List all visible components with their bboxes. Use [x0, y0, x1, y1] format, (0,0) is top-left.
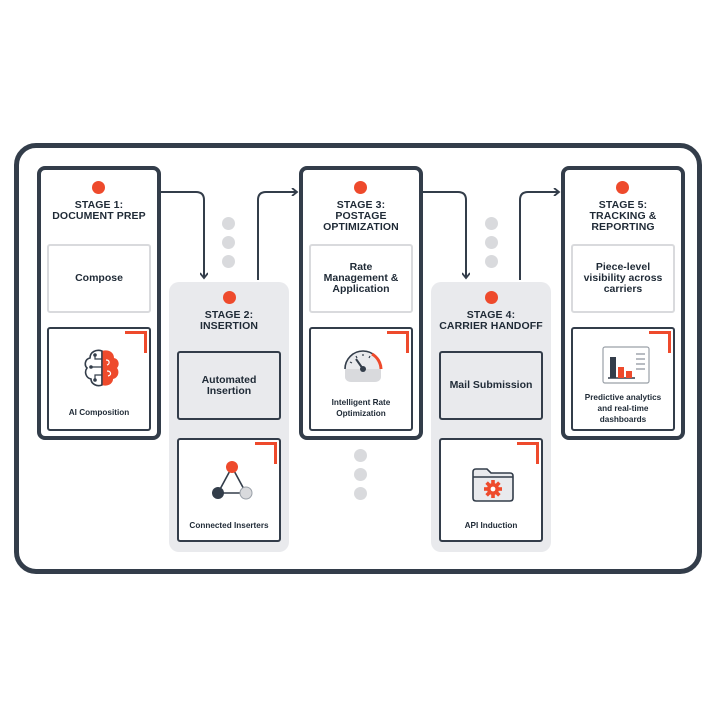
stage-4-tool: API Induction — [439, 438, 543, 542]
stage-1-title: STAGE 1: DOCUMENT PREP — [52, 199, 146, 222]
stage-2-tool-label: Connected Inserters — [189, 521, 269, 530]
connector-3-4 — [421, 191, 466, 277]
accent-corner — [387, 331, 409, 353]
stage-2-step: Automated Insertion — [177, 351, 281, 420]
speed-gauge-icon — [344, 350, 383, 382]
progress-dot — [485, 255, 498, 268]
accent-corner — [517, 442, 539, 464]
stage-marker-dot — [223, 291, 236, 304]
stage-2-tool: Connected Inserters — [177, 438, 281, 542]
stage-3-title: STAGE 3: POSTAGE OPTIMIZATION — [323, 199, 399, 233]
stage-4-tool-label: API Induction — [464, 521, 518, 530]
progress-dot — [354, 449, 367, 462]
progress-dot — [485, 236, 498, 249]
stage-marker-dot — [92, 181, 105, 194]
stage-5-step-label: Piece-level visibility across carriers — [583, 261, 663, 295]
stage-1-step-label: Compose — [75, 272, 123, 284]
progress-dot — [222, 236, 235, 249]
connector-2-3 — [257, 192, 296, 280]
stage-5-tool: Predictive analytics and real-time dashb… — [571, 327, 675, 431]
brain-circuit-icon — [84, 349, 119, 387]
stage-5-card: STAGE 5: TRACKING & REPORTING Piece-leve… — [561, 166, 685, 440]
stage-1-step: Compose — [47, 244, 151, 313]
stage-3-step-label: Rate Management & Application — [323, 261, 399, 295]
progress-dot — [222, 255, 235, 268]
stage-3-tool-label: Intelligent Rate Optimization — [331, 398, 391, 418]
stage-4-step: Mail Submission — [439, 351, 543, 420]
stage-2-title: STAGE 2: INSERTION — [199, 309, 259, 332]
stage-5-tool-label: Predictive analytics and real-time dashb… — [584, 393, 662, 424]
stage-4-step-label: Mail Submission — [449, 379, 533, 391]
progress-dot — [222, 217, 235, 230]
network-triangle-icon — [212, 461, 253, 500]
stage-3-step: Rate Management & Application — [309, 244, 413, 313]
stage-marker-dot — [616, 181, 629, 194]
progress-dot — [354, 468, 367, 481]
stage-2-step-label: Automated Insertion — [201, 373, 257, 397]
stage-3-tool: Intelligent Rate Optimization — [309, 327, 413, 431]
connector-4-5 — [519, 192, 558, 280]
stage-1-tool: AI Composition — [47, 327, 151, 431]
folder-gear-icon — [472, 468, 514, 502]
stage-1-card: STAGE 1: DOCUMENT PREP Compose AI Compos… — [37, 166, 161, 440]
stage-1-tool-label: AI Composition — [68, 408, 130, 417]
stage-5-title: STAGE 5: TRACKING & REPORTING — [589, 199, 657, 233]
stage-3-card: STAGE 3: POSTAGE OPTIMIZATION Rate Manag… — [299, 166, 423, 440]
accent-corner — [255, 442, 277, 464]
stage-4-card: STAGE 4: CARRIER HANDOFF Mail Submission — [431, 282, 551, 552]
progress-dot — [485, 217, 498, 230]
accent-corner — [125, 331, 147, 353]
stage-4-title: STAGE 4: CARRIER HANDOFF — [439, 309, 543, 332]
connector-1-2 — [160, 191, 204, 277]
stage-marker-dot — [485, 291, 498, 304]
stage-2-card: STAGE 2: INSERTION Automated Insertion C… — [169, 282, 289, 552]
outer-frame — [14, 143, 702, 574]
progress-dot — [354, 487, 367, 500]
stage-5-step: Piece-level visibility across carriers — [571, 244, 675, 313]
bar-chart-report-icon — [602, 346, 650, 384]
accent-corner — [649, 331, 671, 353]
stage-marker-dot — [354, 181, 367, 194]
